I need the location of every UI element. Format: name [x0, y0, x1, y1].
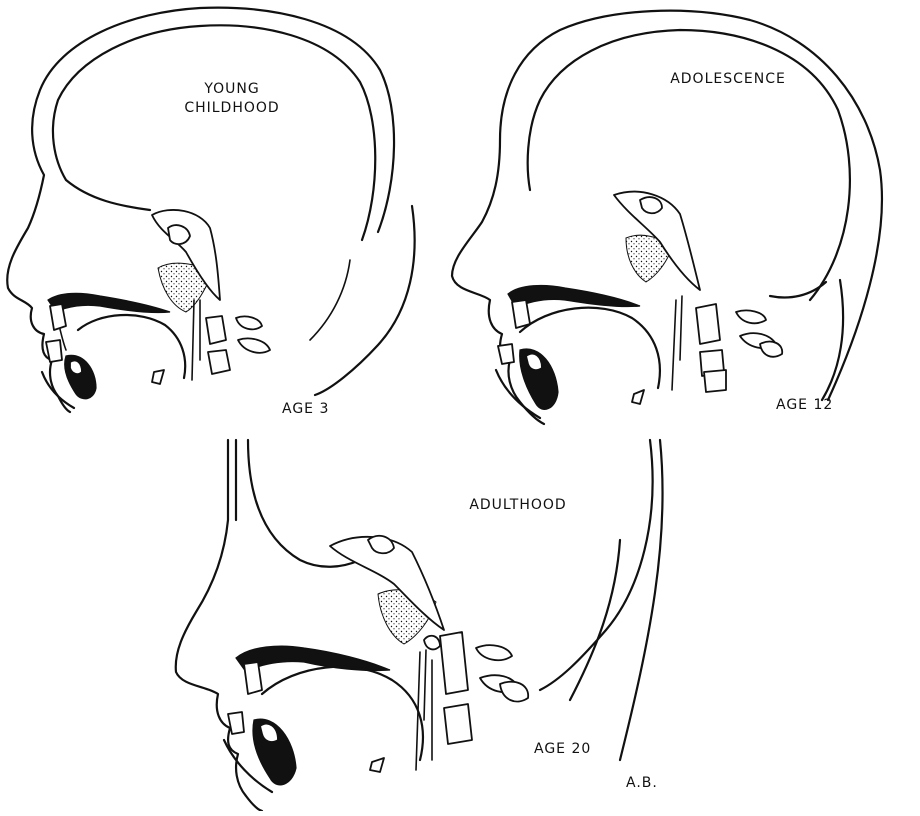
stage-label-young-childhood: YOUNG CHILDHOOD — [162, 80, 302, 118]
stage-label-adolescence: ADOLESCENCE — [648, 70, 808, 89]
nasal-cavity-age-3 — [48, 293, 170, 312]
age-label-12: AGE 12 — [776, 396, 856, 415]
nasal-cavity-age-12 — [508, 286, 640, 308]
age-label-20: AGE 20 — [534, 740, 614, 759]
skull-inner-outline-age-3 — [53, 25, 375, 240]
head-age-3 — [7, 8, 414, 412]
age-label-3: AGE 3 — [282, 400, 362, 419]
stage-label-adulthood: ADULTHOOD — [448, 496, 588, 515]
artist-signature: A.B. — [626, 774, 676, 793]
skull-outline-age-20 — [176, 440, 262, 811]
vertebra-1-age-12 — [696, 304, 720, 344]
vertebra-1-age-3 — [206, 316, 226, 344]
tongue-age-3 — [78, 315, 185, 378]
neck-back-age-20 — [540, 440, 653, 690]
vertebra-1-age-20 — [440, 632, 468, 694]
